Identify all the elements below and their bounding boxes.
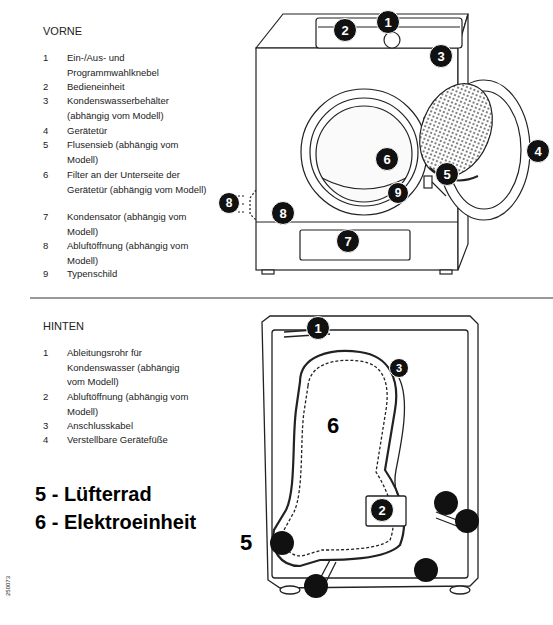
callout-dot	[270, 491, 479, 598]
callout-number: 4	[534, 144, 541, 159]
callout-number: 1	[384, 15, 391, 30]
callout-circle: 9	[387, 182, 409, 204]
separator-line	[30, 298, 553, 299]
legend-number: 9	[43, 267, 48, 282]
legend-text: Ableitungsrohr für Kondenswasser (abhäng…	[67, 346, 192, 390]
legend-text: Typenschild	[67, 267, 202, 282]
legend-text: Gerätetür	[67, 124, 202, 139]
section-heading: HINTEN	[43, 319, 84, 334]
legend-number: 7	[43, 210, 48, 225]
legend-text: Kondensator (abhängig vom Modell)	[67, 210, 202, 239]
legend-text: Ein-/Aus- und Programmwahlknebel	[67, 51, 202, 80]
legend-text: Bedieneinheit	[67, 80, 202, 95]
legend-text: Filter an der Unterseite der Gerätetür (…	[67, 168, 209, 197]
legend-text: Verstellbare Gerätefüße	[67, 433, 217, 448]
callout-number: 1	[314, 321, 321, 336]
legend-number: 4	[43, 124, 48, 139]
legend-number: 5	[43, 138, 48, 153]
legend-number: 6	[43, 168, 48, 183]
callout-number: 8	[279, 206, 286, 221]
part-legend: 5 - Lüfterrad	[35, 482, 152, 506]
callout-circle: 6	[375, 147, 399, 171]
callout-circle: 8	[271, 201, 295, 225]
callout-number: 5	[443, 167, 450, 182]
legend-number: 3	[43, 419, 48, 434]
legend-number: 1	[43, 346, 48, 361]
callout-circle: 3	[389, 358, 409, 378]
section-heading: VORNE	[43, 24, 82, 39]
callout-circle: 8	[218, 192, 240, 214]
callout-circle: 5	[435, 162, 459, 186]
callout-number: 6	[383, 152, 390, 167]
back-dryer	[262, 316, 478, 594]
callout-circle: 2	[333, 18, 357, 42]
legend-number: 3	[43, 94, 48, 109]
legend-number: 1	[43, 51, 48, 66]
callout-circle: 7	[336, 229, 360, 253]
callout-number: 2	[378, 503, 385, 518]
callout-circle: 1	[306, 316, 330, 340]
callout-number: 2	[341, 23, 348, 38]
callout-number: 8	[226, 196, 233, 210]
legend-number: 2	[43, 390, 48, 405]
callout-number: 9	[395, 186, 402, 200]
callout-number: 5	[240, 530, 252, 556]
callout-number: 3	[437, 49, 444, 64]
callout-circle: 3	[429, 44, 453, 68]
callout-number: 7	[344, 234, 351, 249]
legend-number: 4	[43, 433, 48, 448]
legend-text: Anschlusskabel	[67, 419, 217, 434]
callout-circle: 4	[526, 139, 550, 163]
legend-text: Abluftöffnung (abhängig vom Modell)	[67, 239, 207, 268]
legend-number: 8	[43, 239, 48, 254]
front-dryer	[238, 14, 530, 274]
callout-circle: 1	[376, 10, 400, 34]
callout-number: 3	[396, 362, 402, 374]
callout-number: 6	[327, 413, 339, 439]
legend-number: 2	[43, 80, 48, 95]
image-code: 250073	[4, 576, 12, 596]
legend-text: Flusensieb (abhängig vom Modell)	[67, 138, 202, 167]
callout-circle: 2	[370, 498, 394, 522]
part-legend: 6 - Elektroeinheit	[35, 510, 196, 534]
legend-text: Abluftöffnung (abhängig vom Modell)	[67, 390, 212, 419]
legend-text: Kondenswasserbehälter (abhängig vom Mode…	[67, 94, 197, 123]
